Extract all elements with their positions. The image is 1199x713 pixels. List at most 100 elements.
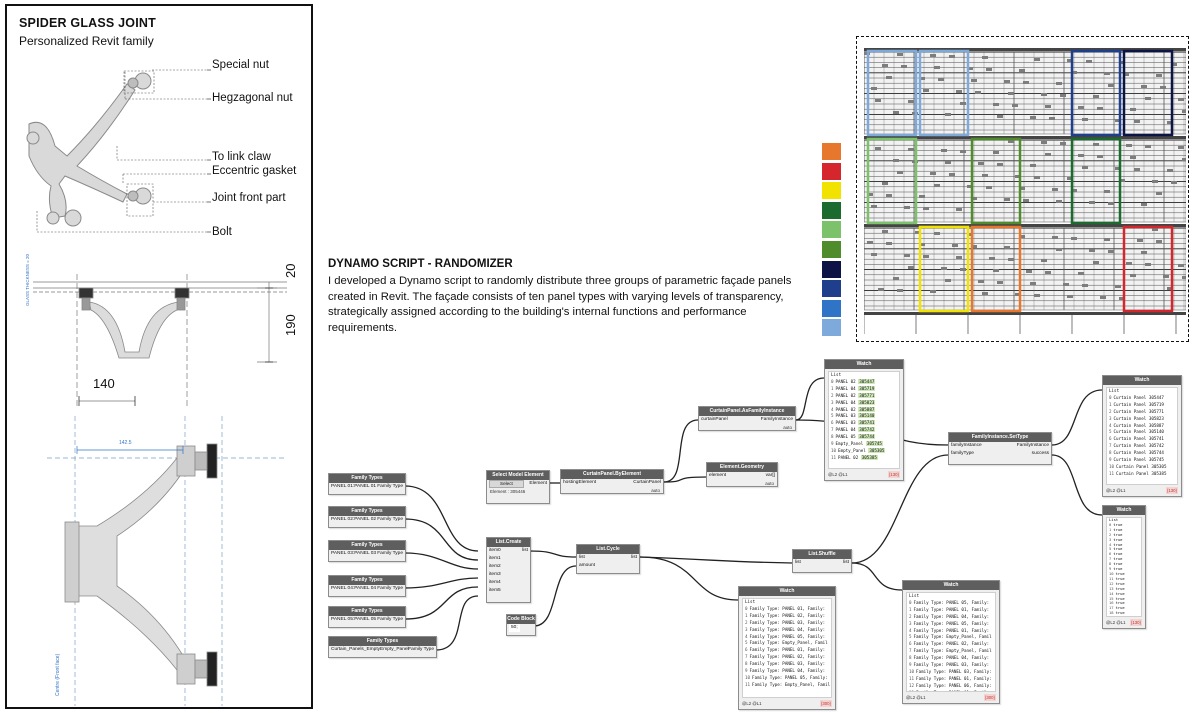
dim-140: 140 [93,376,115,391]
legend-swatch-6 [822,240,841,258]
floor-slab [864,48,1186,51]
watch-list-header: List [1109,388,1120,393]
facade-band [864,227,1186,311]
code-block-node[interactable]: Code Block 50; [506,614,536,636]
floor-slab [864,224,1186,227]
facade-highlight-panel [866,137,918,225]
joint-perspective-view [26,72,152,227]
facade-highlight-panel [918,49,970,137]
elevation-dim [76,446,184,454]
watch-list-header: List [831,372,842,377]
family-types-node-6[interactable]: Family Types Curtain_Panels_EmptyEmpty_P… [328,636,437,658]
curtainpanel-asfamilyinstance-node[interactable]: CurtainPanel.AsFamilyInstance curtainPan… [698,406,796,431]
label-link-claw: To link claw [212,151,271,163]
legend-swatch-9 [822,299,841,317]
watch-row: 13Family Type: PANEL 01, Family: [909,690,995,691]
label-special-nut: Special nut [212,59,269,71]
legend-swatch-8 [822,280,841,298]
watch-list-header: List [909,593,920,598]
spider-joint-panel: SPIDER GLASS JOINT Personalized Revit fa… [5,4,313,709]
legend-swatch-7 [822,260,841,278]
facade-frame [856,36,1189,342]
label-gasket: Eccentric gasket [212,165,297,177]
callout-ticks [207,69,211,233]
script-description: I developed a Dynamo script to randomly … [328,275,792,334]
spider-joint-drawing [26,69,287,706]
facade-highlight-panel [970,225,1022,313]
callout-lines [36,69,207,233]
ground-slab [864,312,1186,315]
watch-list-header: List [745,599,756,604]
color-legend [822,143,842,339]
facade-highlight-panel [1070,49,1122,137]
legend-swatch-1 [822,143,841,160]
section-body [78,287,190,359]
joint-section-view [33,274,287,406]
facade-band [864,51,1186,135]
facade-highlight-panel [970,137,1022,225]
select-button[interactable]: Select [489,480,524,488]
script-title: DYNAMO SCRIPT - RANDOMIZER [328,258,513,270]
joint-title: SPIDER GLASS JOINT [19,16,156,30]
facade-elevation [864,48,1186,334]
facade-highlight-panel [918,225,970,313]
